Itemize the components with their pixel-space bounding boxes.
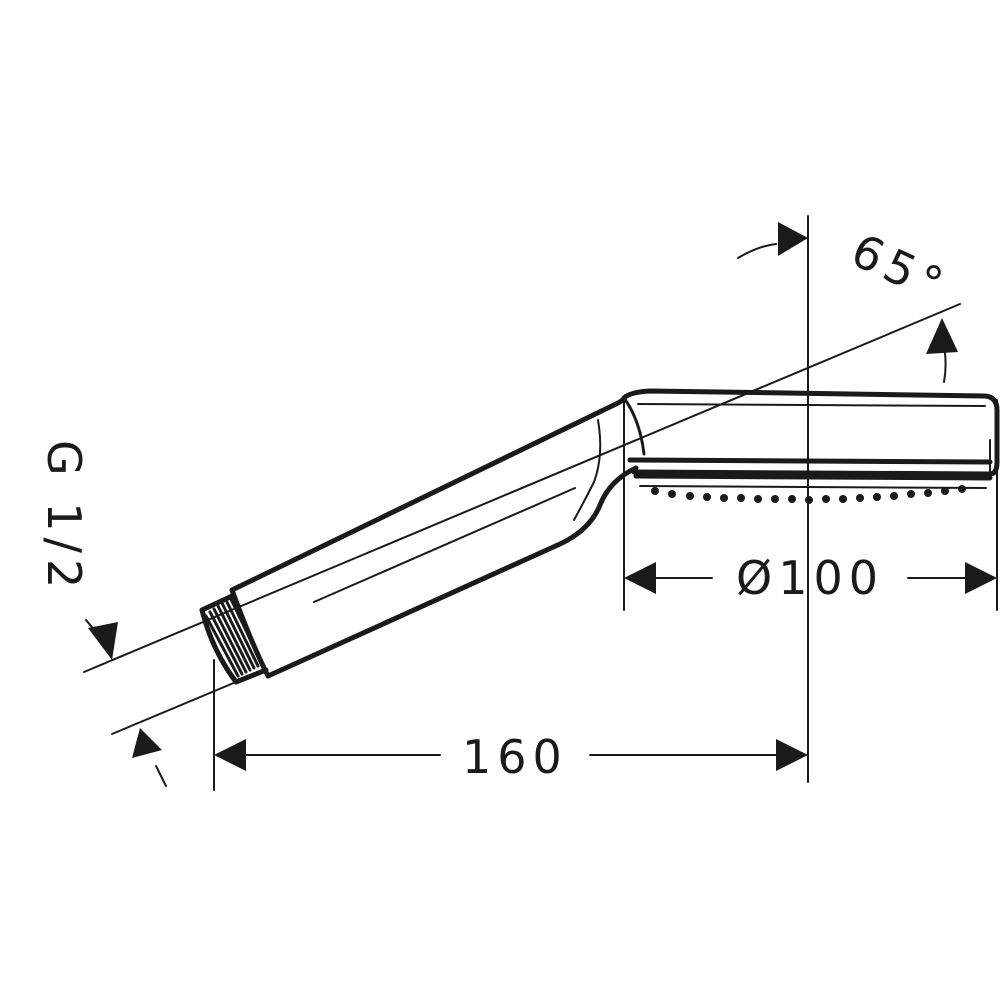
dimension-lines bbox=[83, 215, 998, 791]
arrow-right-icon bbox=[965, 562, 997, 594]
arrow-up-icon bbox=[132, 728, 162, 758]
arrow-down-icon bbox=[88, 622, 118, 660]
axis-line bbox=[83, 303, 961, 673]
shower-head bbox=[621, 388, 1000, 489]
labels: 65° Ø100 160 G 1/2 bbox=[37, 223, 956, 784]
thread-label: G 1/2 bbox=[37, 440, 91, 594]
spray-nozzles bbox=[651, 485, 966, 504]
arrow-right-icon bbox=[778, 222, 808, 256]
length-label: 160 bbox=[462, 730, 568, 784]
angle-label: 65° bbox=[843, 223, 956, 314]
arrow-right-icon bbox=[776, 739, 808, 771]
arrow-left-icon bbox=[214, 739, 246, 771]
arrow-left-icon bbox=[624, 562, 656, 594]
diameter-label: Ø100 bbox=[736, 551, 884, 605]
arrow-up-icon bbox=[926, 318, 958, 354]
handle bbox=[229, 395, 639, 679]
